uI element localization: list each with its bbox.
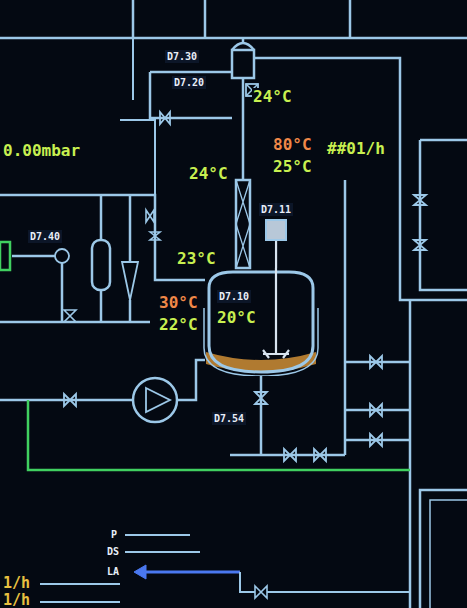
- tag-number: D7.20: [172, 76, 206, 89]
- signal-name: DS: [106, 546, 120, 557]
- flow-unit: 1/h: [2, 592, 31, 608]
- temperature-value: 23°C: [176, 250, 217, 268]
- pressure-value: 0.00mbar: [2, 142, 81, 160]
- flow-unit: 1/h: [2, 575, 31, 592]
- tag-number: D7.54: [212, 412, 246, 425]
- tag-number: D7.10: [217, 290, 251, 303]
- flow-value: ##01/h: [326, 140, 386, 158]
- temperature-value: 24°C: [188, 165, 229, 183]
- temperature-value: 22°C: [158, 316, 199, 334]
- reactor-vessel: D7.10 20°C: [203, 268, 319, 376]
- motor-symbol: [265, 219, 287, 241]
- temperature-value: 30°C: [158, 294, 199, 312]
- signal-name: LA: [106, 566, 120, 577]
- tag-number: D7.11: [259, 203, 293, 216]
- tag-number: D7.30: [165, 50, 199, 63]
- temperature-value: 80°C: [272, 136, 313, 154]
- temperature-value: 20°C: [217, 308, 256, 327]
- agitator-shaft: [275, 241, 277, 268]
- temperature-value: 24°C: [252, 88, 293, 106]
- temperature-value: 25°C: [272, 158, 313, 176]
- tag-number: D7.40: [28, 230, 62, 243]
- agitator-motor: D7.11: [257, 203, 295, 241]
- signal-name: P: [110, 529, 118, 540]
